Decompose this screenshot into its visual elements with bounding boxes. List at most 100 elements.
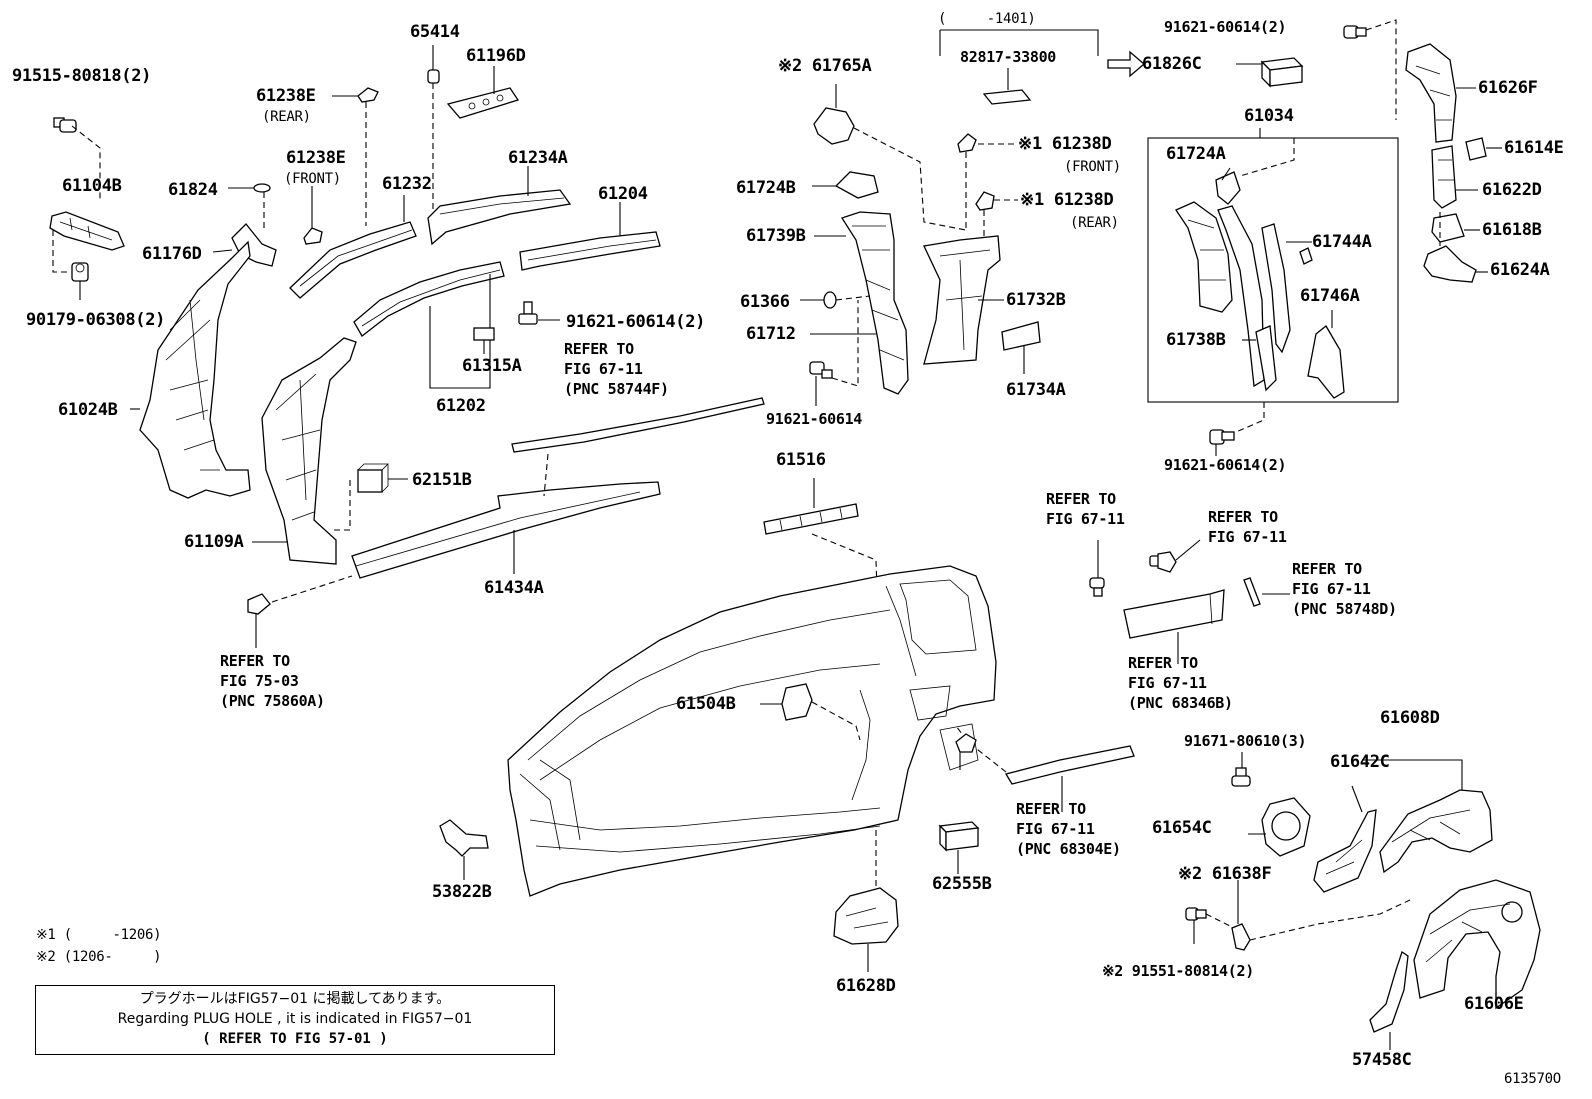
part-61724b [834, 171, 879, 199]
bolt-91621-d [1209, 429, 1235, 445]
part-61614e [1465, 137, 1487, 161]
label-61614e: 61614E [1504, 138, 1564, 158]
bolt-91551 [1185, 907, 1207, 921]
label-refer-58748d-3: (PNC 58748D) [1292, 600, 1397, 618]
label-61624a: 61624A [1490, 260, 1550, 280]
label-61034: 61034 [1244, 106, 1294, 126]
label-61826c: 61826C [1142, 54, 1202, 74]
part-61109a [261, 337, 357, 565]
label-61654c: 61654C [1152, 818, 1212, 838]
label-61516: 61516 [776, 450, 826, 470]
label-61734a: 61734A [1006, 380, 1066, 400]
label-refer-58744f-1: REFER TO [564, 340, 634, 358]
clip-ref-b [1149, 551, 1177, 573]
label-refer-a-1: REFER TO [1046, 490, 1116, 508]
part-61234a [427, 189, 572, 246]
label-refer-75860a-3: (PNC 75860A) [220, 692, 325, 710]
label-91621-60614-c: 91621-60614(2) [1164, 18, 1287, 36]
part-61738b-b [1217, 205, 1265, 388]
label-61765a: ※2 61765A [778, 56, 872, 76]
part-82817 [982, 89, 1032, 105]
part-61744a-clip [1299, 247, 1313, 265]
part-58744f-strip [511, 397, 765, 453]
label-61739b: 61739B [746, 226, 806, 246]
label-refer-68346b-1: REFER TO [1128, 654, 1198, 672]
assembly-61034-box [1147, 137, 1399, 403]
label-refer-58744f-3: (PNC 58744F) [564, 380, 669, 398]
label-front-1: (FRONT) [284, 171, 341, 187]
part-61734a [1001, 321, 1041, 351]
label-61738b: 61738B [1166, 330, 1226, 350]
part-61202 [353, 261, 505, 337]
label-91621-60614-b: 91621-60614 [766, 410, 863, 428]
part-61826c [1260, 57, 1304, 88]
note-line-jp: プラグホールはFIG57−01 に掲載してあります。 [139, 991, 451, 1007]
label-refer-68304e-2: FIG 67-11 [1016, 820, 1095, 838]
part-61606e [1413, 879, 1541, 1010]
label-61196d: 61196D [466, 46, 526, 66]
label-61238e-front: 61238E [286, 148, 346, 168]
label-61238d-front: ※1 61238D [1018, 134, 1112, 154]
label-61238d-rear: ※1 61238D [1020, 190, 1114, 210]
part-61622d [1431, 145, 1457, 209]
part-65414 [427, 69, 440, 84]
part-61315a [473, 327, 495, 341]
part-61238d-rear [975, 191, 995, 211]
part-61642c [1313, 809, 1377, 893]
part-body-side-outer [507, 565, 997, 897]
part-61712 [841, 211, 909, 395]
label-61104b: 61104B [62, 176, 122, 196]
label-61606e: 61606E [1464, 994, 1524, 1014]
part-61746a [1307, 325, 1345, 399]
label-61642c: 61642C [1330, 752, 1390, 772]
bolt-91515 [53, 117, 77, 133]
part-61366 [823, 291, 837, 309]
label-61315a: 61315A [462, 356, 522, 376]
label-61232: 61232 [382, 174, 432, 194]
label-front-2: (FRONT) [1064, 159, 1121, 175]
label-61238e-rear: 61238E [256, 86, 316, 106]
label-refer-68346b-3: (PNC 68346B) [1128, 694, 1233, 712]
part-58748d [1243, 577, 1261, 607]
part-61238e-front [303, 227, 323, 245]
label-61622d: 61622D [1482, 180, 1542, 200]
label-61724b: 61724B [736, 178, 796, 198]
bolt-91621-c [1343, 25, 1367, 39]
label-61626f: 61626F [1478, 78, 1538, 98]
bolt-91671 [1231, 767, 1251, 787]
label-61176d: 61176D [142, 244, 202, 264]
label-90179-06308: 90179-06308(2) [26, 310, 166, 330]
label-91551-80814: ※2 91551-80814(2) [1102, 962, 1254, 980]
part-61624a [1423, 245, 1477, 283]
label-refer-75860a-1: REFER TO [220, 652, 290, 670]
part-61738b [1175, 201, 1233, 313]
part-61434a [351, 481, 661, 579]
footnote-2: ※2 (1206- ) [36, 949, 162, 965]
label-refer-58748d-1: REFER TO [1292, 560, 1362, 578]
part-61238d-front [957, 133, 977, 153]
label-62555b: 62555B [932, 874, 992, 894]
bolt-ref-a [1089, 577, 1105, 597]
part-62151b [357, 463, 389, 493]
label-62151b: 62151B [412, 470, 472, 490]
figure-reference-id: 613570O [1504, 1071, 1561, 1087]
part-body-clip [955, 733, 977, 753]
part-68304e-strip [1004, 745, 1135, 785]
label-65414: 65414 [410, 22, 460, 42]
label-61744a: 61744A [1312, 232, 1372, 252]
label-61724a: 61724A [1166, 144, 1226, 164]
part-57458c [1369, 950, 1409, 1033]
arrow-icon [1107, 50, 1145, 78]
part-68346b-molding [1123, 589, 1225, 639]
label-61202: 61202 [436, 396, 486, 416]
part-61626f [1405, 43, 1457, 143]
label-refer-75860a-2: FIG 75-03 [220, 672, 299, 690]
label-refer-68304e-3: (PNC 68304E) [1016, 840, 1121, 858]
nut-90179 [71, 262, 89, 282]
label-61638f: ※2 61638F [1178, 864, 1272, 884]
label-61732b: 61732B [1006, 290, 1066, 310]
part-61204 [519, 231, 661, 271]
label-53822b: 53822B [432, 882, 492, 902]
label-61746a: 61746A [1300, 286, 1360, 306]
